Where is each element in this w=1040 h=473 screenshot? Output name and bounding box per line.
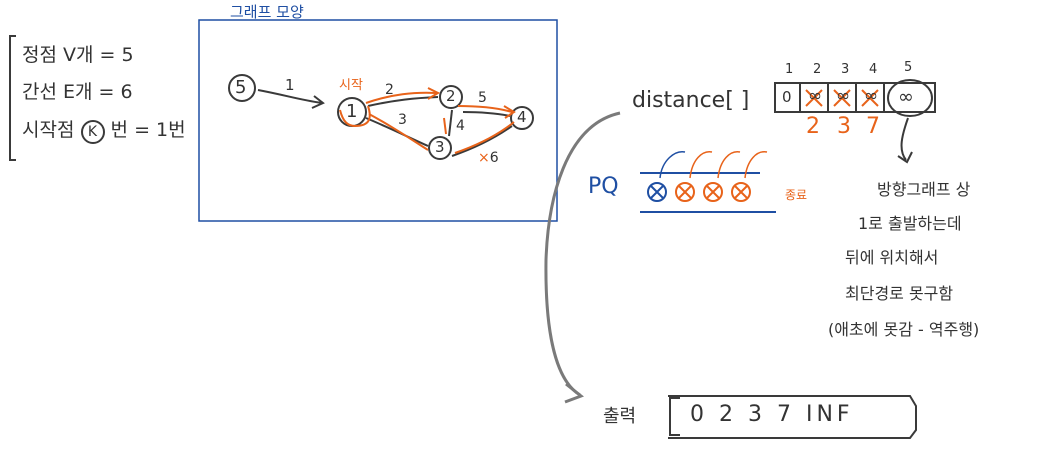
start-vertex-prefix: 시작점 — [22, 119, 75, 141]
distance-cell-4: ∞ — [864, 86, 879, 106]
vertex-count: 정점 V개 = 5 — [22, 44, 134, 66]
distance-updated-2: 2 — [806, 114, 820, 139]
node-5-circle — [228, 74, 256, 102]
node-2-circle — [439, 85, 463, 109]
distance-cell-3: ∞ — [836, 86, 851, 106]
distance-index-2: 2 — [813, 62, 822, 77]
edge-label-3-2: 4 — [456, 118, 465, 134]
pq-end-note: 종료 — [785, 188, 808, 202]
node-2-label: 2 — [446, 87, 456, 105]
edge-count: 간선 E개 = 6 — [22, 81, 133, 103]
edge-1-3 — [365, 117, 429, 147]
edge-label-3-4-value: 6 — [489, 150, 499, 166]
start-vertex: 시작점 K 번 = 1번 — [22, 115, 186, 144]
node-1-label: 1 — [346, 101, 358, 122]
distance-index-4: 4 — [869, 62, 878, 77]
distance-cell-5: ∞ — [898, 86, 914, 108]
output-label: 출력 — [603, 406, 637, 427]
edge-label-3-4: ×6 — [478, 150, 499, 166]
distance-index-1: 1 — [785, 62, 794, 77]
inf-cell-circle — [887, 79, 933, 117]
start-vertex-suffix: 번 = 1번 — [110, 119, 186, 141]
distance-cell-2: ∞ — [808, 86, 823, 106]
k-circle: K — [80, 120, 105, 144]
distance-index-3: 3 — [841, 62, 850, 77]
node-4-circle — [510, 106, 534, 130]
edge-label-1-3: 3 — [398, 112, 407, 128]
cross-mark: × — [478, 150, 490, 166]
distance-cell-1: 0 — [782, 88, 792, 106]
edge-label-1-2: 2 — [385, 82, 394, 98]
distance-updated-3: 3 — [837, 114, 851, 139]
note-line-1: 방향그래프 상 — [877, 180, 971, 199]
pq-label: PQ — [588, 174, 619, 199]
edge-3-2 — [448, 109, 453, 137]
distance-index-5: 5 — [904, 60, 913, 75]
edge-label-2-4: 5 — [478, 90, 487, 106]
start-label: 시작 — [339, 78, 363, 93]
note-line-3: 뒤에 위치해서 — [845, 248, 939, 267]
node-5-label: 5 — [235, 77, 247, 98]
node-3-label: 3 — [435, 138, 445, 156]
edge-label-5-1: 1 — [285, 76, 295, 94]
distance-updated-7: 7 — [866, 114, 880, 139]
graph-title: 그래프 모양 — [230, 3, 304, 21]
note-line-4: 최단경로 못구함 — [845, 284, 954, 303]
edge-2-4 — [462, 111, 511, 117]
curve-arrow — [544, 111, 621, 397]
note-line-2: 1로 출발하는데 — [858, 214, 962, 233]
output-values: 0 2 3 7 INF — [690, 402, 854, 427]
graph-box-border — [198, 19, 558, 222]
edge-5-1 — [257, 89, 323, 104]
edge-3-4 — [451, 125, 513, 157]
note-line-5: (애초에 못감 - 역주행) — [828, 320, 980, 339]
left-bracket — [9, 35, 16, 161]
distance-label: distance[ ] — [632, 88, 750, 113]
node-4-label: 4 — [517, 108, 527, 126]
output-box-border — [668, 395, 917, 439]
node-3-circle — [428, 136, 452, 160]
